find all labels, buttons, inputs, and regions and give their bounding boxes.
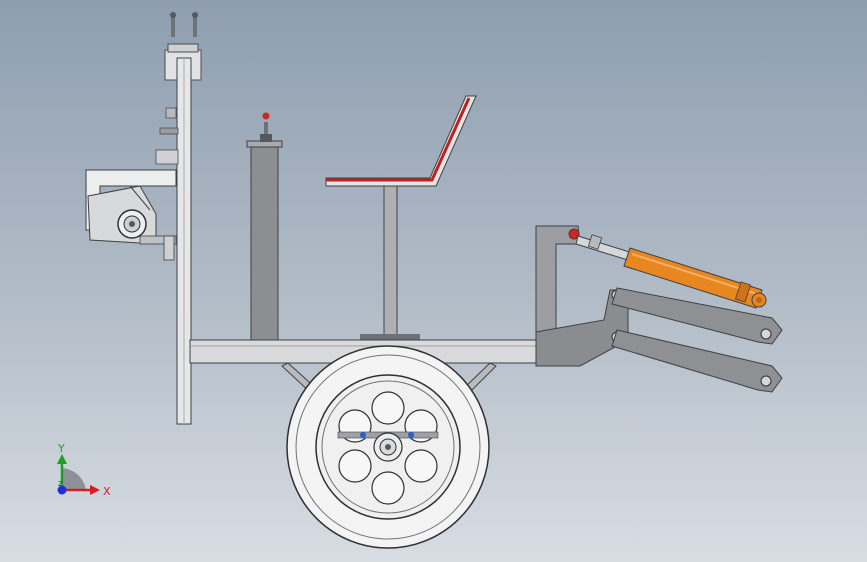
mast-bolt (159, 127, 179, 135)
bracket-tensioner (139, 235, 177, 245)
rim-hole-lower-left (338, 449, 372, 483)
seat-post (383, 185, 398, 341)
hitch-upright (535, 225, 581, 333)
mast-top-pin-left (171, 13, 175, 37)
control-column-body (250, 142, 279, 341)
mast-head-cap (167, 43, 199, 53)
y-axis-label: Y (57, 442, 65, 455)
x-axis-arrow (90, 485, 100, 495)
control-column[interactable] (246, 112, 283, 341)
x-axis-label: X (103, 485, 111, 498)
joystick-shaft (264, 122, 268, 142)
axle-bolt-left (360, 432, 366, 438)
wheel[interactable] (286, 345, 490, 549)
seat-shell (325, 95, 477, 187)
mast-clamp (155, 149, 179, 165)
seat-assembly[interactable] (325, 95, 477, 341)
rim-lip (321, 380, 455, 514)
seat-base-plate (360, 334, 420, 340)
upper-link-arm (611, 287, 783, 345)
hitch-plate (535, 289, 629, 367)
triad-quadrant (62, 468, 86, 490)
cylinder-pivot-red (568, 228, 580, 240)
tensioner-post (163, 235, 175, 261)
cylinder-end-pin (756, 297, 762, 303)
coordinate-triad: Y X Z (57, 442, 111, 498)
lower-link-arm (611, 329, 783, 393)
z-axis-dot (57, 485, 67, 495)
joystick-boot (260, 134, 272, 142)
hub-axle (385, 444, 391, 450)
hydraulic-cylinder[interactable] (575, 234, 767, 309)
z-axis-label: Z (58, 480, 63, 488)
rim-hole-top (371, 391, 405, 425)
y-axis-arrow (57, 454, 67, 464)
linkage-arms[interactable] (611, 287, 783, 393)
pin-head-left (170, 12, 176, 18)
mast-assembly[interactable] (155, 12, 202, 425)
pulley-axle (129, 221, 135, 227)
rim-hole-bottom (371, 471, 405, 505)
mast-fitting (165, 107, 177, 119)
drive-bracket-assembly[interactable] (85, 169, 177, 261)
lower-link-end (760, 375, 772, 387)
pin-head-right (192, 12, 198, 18)
rod-collar (587, 234, 603, 250)
rim-hole-lower-right (404, 449, 438, 483)
bracket-link (100, 185, 151, 211)
mast-top-pin-right (193, 13, 197, 37)
seat-trim (326, 97, 471, 182)
axle-bolt-right (408, 432, 414, 438)
cylinder-port (734, 281, 752, 303)
upper-link-end (760, 328, 772, 340)
tire-bead (295, 354, 481, 540)
joystick-knob[interactable] (262, 112, 270, 120)
